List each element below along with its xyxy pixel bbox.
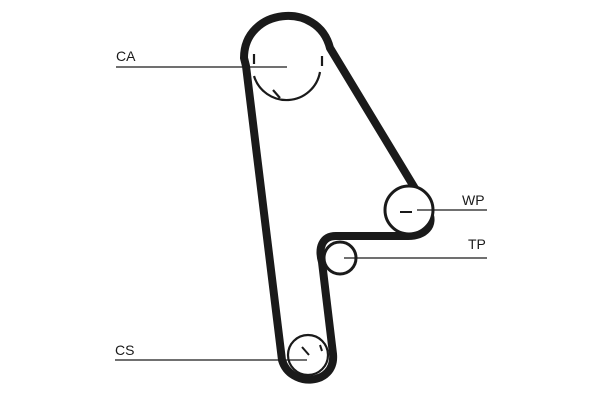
- timing-belt: [240, 12, 435, 384]
- label-ca: CA: [116, 48, 136, 64]
- crankshaft-pulley: [286, 333, 330, 377]
- label-tp: TP: [468, 236, 486, 252]
- label-cs: CS: [115, 342, 135, 358]
- label-wp: WP: [462, 192, 485, 208]
- camshaft-pulley: [252, 54, 324, 102]
